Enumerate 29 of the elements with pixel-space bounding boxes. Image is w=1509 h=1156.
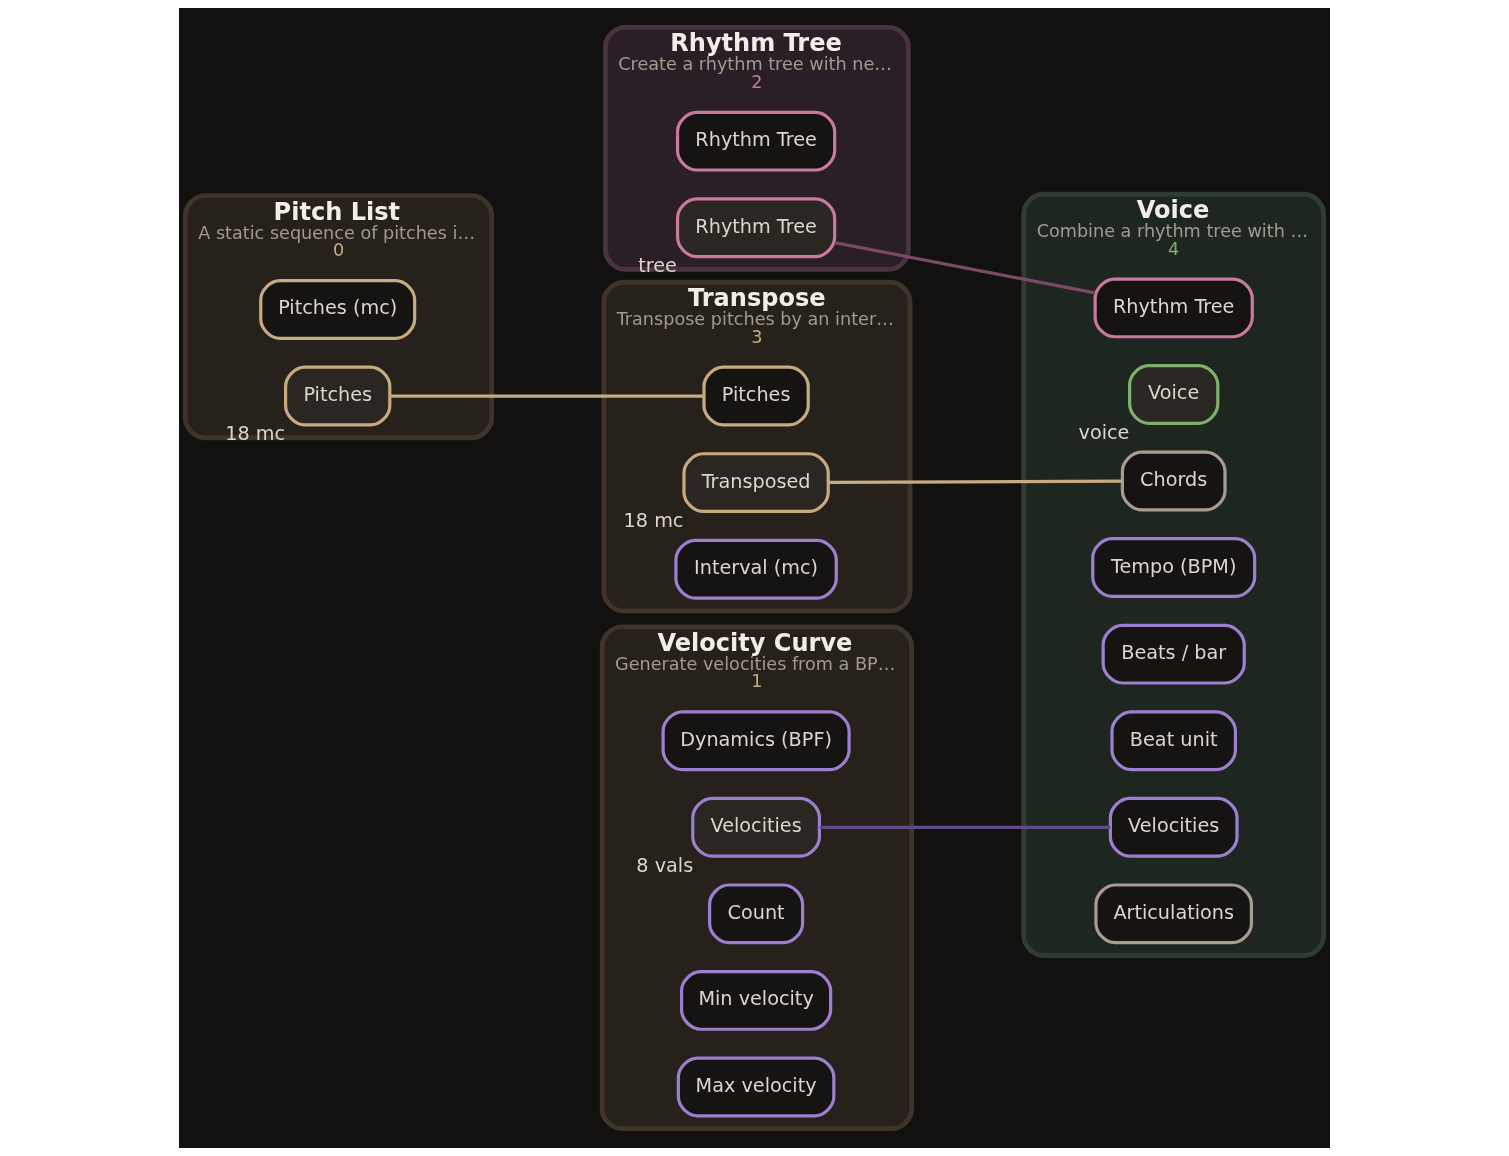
connector	[834, 241, 1096, 295]
node-box: Rhythm Tree	[675, 197, 837, 259]
node-label: tree	[638, 253, 677, 277]
node-box: Pitches	[702, 365, 810, 427]
node-label: 18 mc	[623, 508, 684, 532]
node-box: Max velocity	[676, 1056, 836, 1118]
node-box: Pitches (mc)	[259, 279, 417, 340]
node-box: Chords	[1120, 450, 1227, 512]
node-box: Dynamics (BPF)	[661, 710, 851, 772]
node-box: Transposed	[682, 452, 830, 514]
node-label: 18 mc	[225, 422, 286, 446]
connector	[819, 825, 1111, 829]
connector	[828, 479, 1122, 484]
node-box: Tempo (BPM)	[1091, 537, 1257, 599]
node-box: Interval (mc)	[674, 538, 838, 600]
node-box: Pitches	[284, 365, 392, 427]
node-box: Rhythm Tree	[675, 110, 837, 172]
node-box: Articulations	[1094, 883, 1254, 945]
node-label: 8 vals	[636, 853, 694, 877]
node-box: Velocities	[691, 796, 822, 858]
node-box: Beat unit	[1110, 710, 1238, 772]
node-box: Voice	[1128, 364, 1220, 425]
node-box: Rhythm Tree	[1093, 277, 1254, 339]
node-box: Min velocity	[679, 969, 833, 1031]
node-box: Beats / bar	[1101, 623, 1246, 685]
node-box: Velocities	[1108, 796, 1239, 858]
node-label: voice	[1078, 420, 1130, 444]
node-box: Count	[708, 883, 805, 945]
connector	[390, 394, 704, 398]
